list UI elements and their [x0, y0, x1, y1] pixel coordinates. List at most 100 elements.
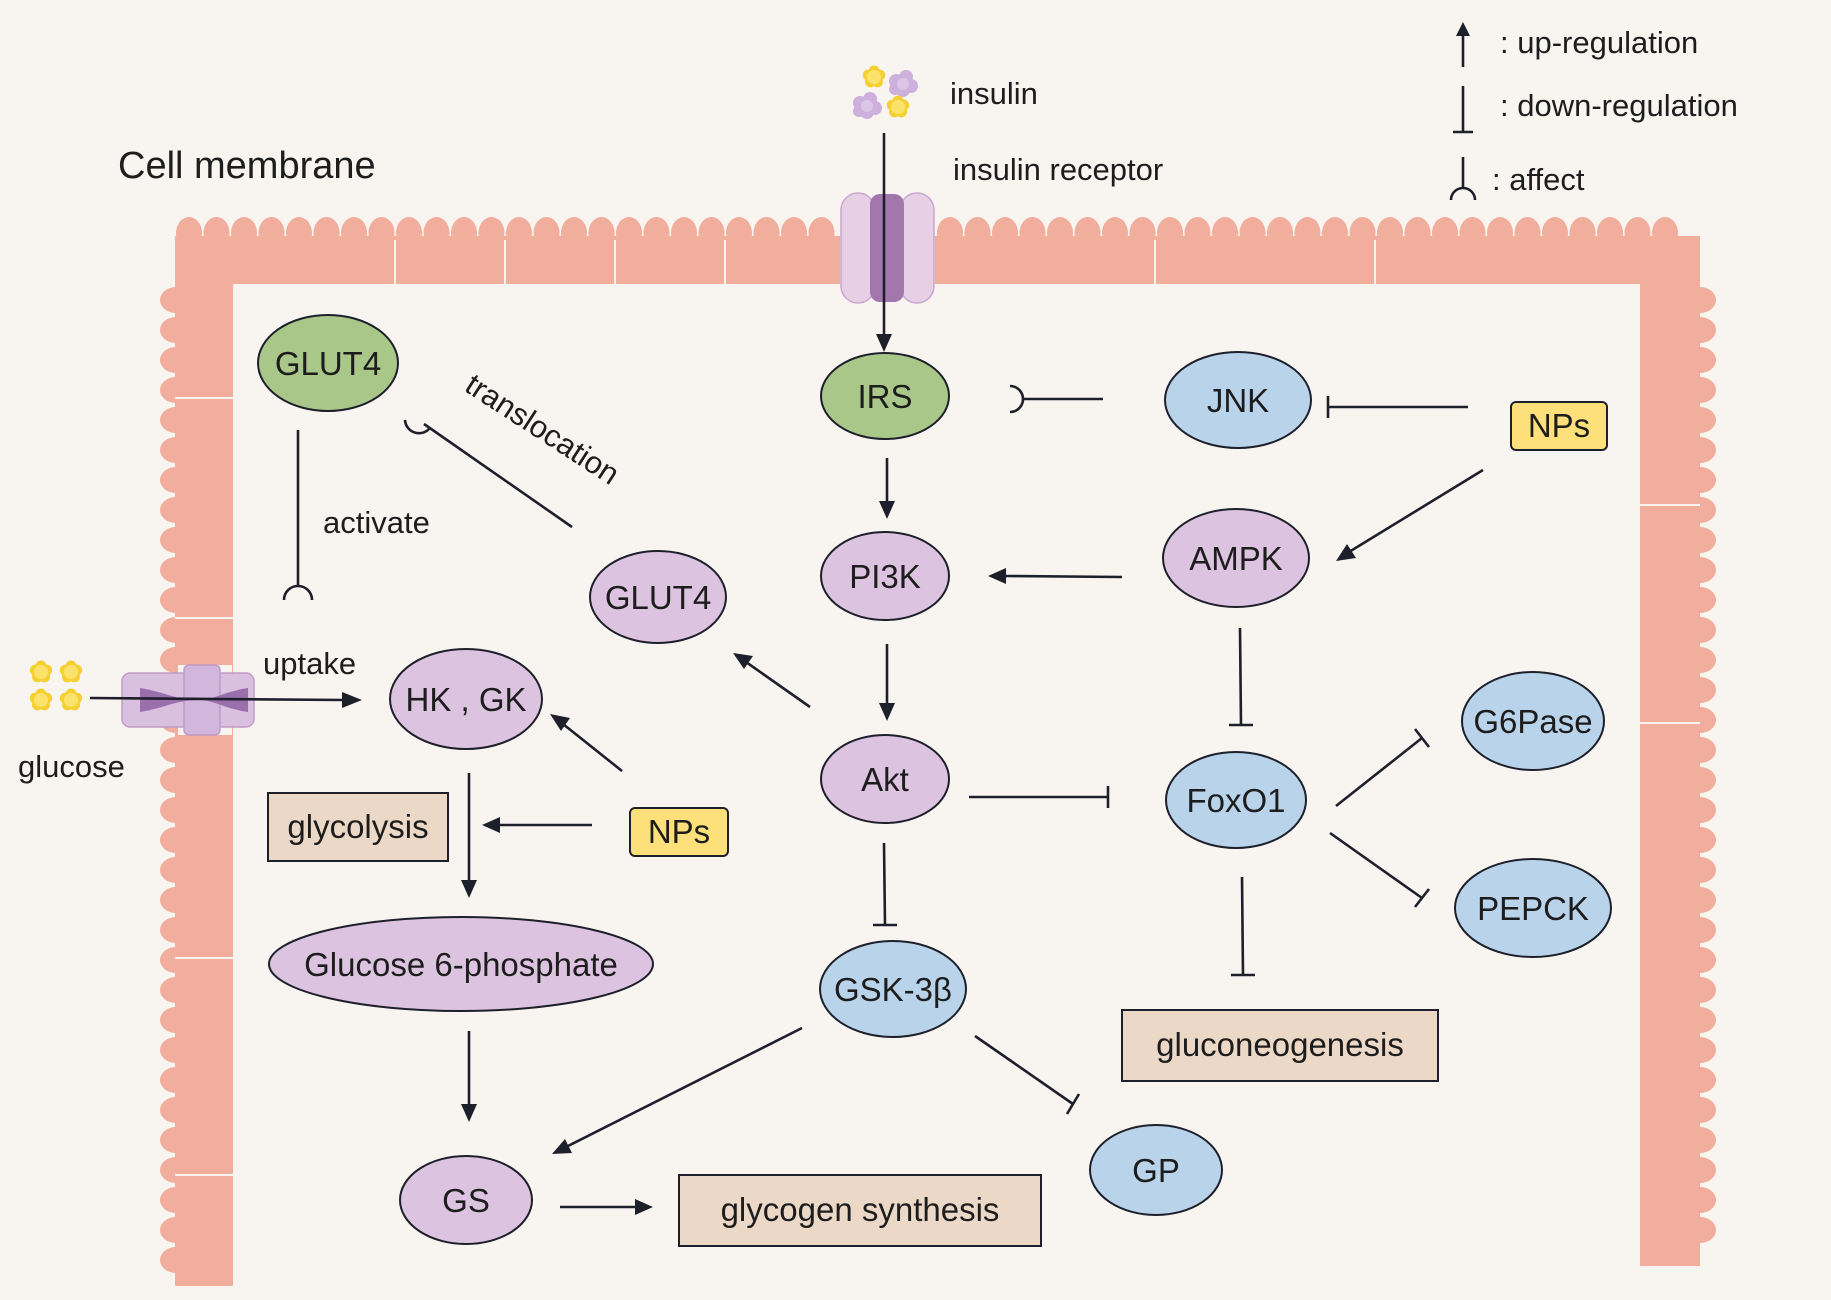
node-nps-mid: NPs	[629, 807, 729, 857]
node-glut4-mid-label: GLUT4	[605, 579, 711, 616]
membrane-bump	[1377, 217, 1403, 249]
node-gs: GS	[399, 1155, 533, 1245]
node-jnk: JNK	[1164, 351, 1312, 449]
membrane-bump	[1684, 887, 1716, 913]
glucose-label: glucose	[18, 749, 125, 784]
node-akt-label: Akt	[861, 761, 909, 798]
membrane-bump	[1684, 587, 1716, 613]
node-gp-label: GP	[1132, 1152, 1180, 1189]
membrane-bump	[753, 217, 780, 249]
node-gp: GP	[1089, 1124, 1223, 1216]
membrane-bump	[781, 217, 807, 249]
membrane-bump	[1459, 217, 1486, 249]
legend-up-arrow-icon	[1456, 22, 1470, 67]
node-jnk-label: JNK	[1207, 382, 1269, 419]
edge-akt-gsk3b-inhibit	[873, 842, 897, 927]
node-g6pase: G6Pase	[1461, 671, 1605, 771]
edge-hkgk-glucose6p	[461, 773, 477, 898]
membrane-bump	[1212, 217, 1238, 249]
membrane-bump	[1652, 217, 1678, 249]
node-ampk: AMPK	[1162, 508, 1310, 608]
node-hk-gk: HK , GK	[389, 648, 543, 750]
membrane-bump	[1684, 677, 1716, 703]
edge-jnk-irs-affect	[1009, 384, 1103, 414]
membrane-bump	[160, 1217, 192, 1243]
edge-nps-hkgk	[550, 714, 623, 773]
membrane-bump	[1684, 527, 1716, 553]
pathway-edges	[89, 133, 1484, 1215]
membrane-bump	[1684, 1127, 1716, 1153]
membrane-bump	[160, 347, 192, 373]
node-ampk-label: AMPK	[1189, 540, 1283, 577]
edge-nps-jnk-inhibit	[1326, 396, 1468, 418]
membrane-bump	[160, 467, 192, 493]
membrane-bump	[1129, 217, 1156, 249]
edge-glut4-translocation-affect	[403, 419, 573, 529]
membrane-bump	[1684, 467, 1716, 493]
node-pi3k: PI3K	[820, 531, 950, 621]
node-gluconeogenesis: gluconeogenesis	[1121, 1009, 1439, 1082]
legend-down-bar-icon	[1453, 86, 1473, 134]
membrane-bump	[1684, 377, 1716, 403]
activate-label: activate	[323, 505, 430, 540]
node-pepck-label: PEPCK	[1477, 890, 1589, 927]
edge-foxo1-pepck-inhibit	[1329, 831, 1431, 908]
cell-membrane-label: Cell membrane	[118, 145, 376, 187]
membrane-bump	[1047, 217, 1073, 249]
membrane-bump	[1624, 217, 1651, 249]
insulin-molecules-icon	[853, 65, 918, 119]
membrane-bump	[1684, 1097, 1716, 1123]
membrane-bump	[313, 217, 340, 249]
edge-glucose6p-gs	[461, 1031, 477, 1122]
membrane-bump	[1684, 557, 1716, 583]
node-glycogen-synthesis: glycogen synthesis	[678, 1174, 1042, 1247]
membrane-bump	[203, 217, 230, 249]
membrane-bump	[286, 217, 312, 249]
membrane-bump	[1432, 217, 1458, 249]
membrane-bump	[160, 977, 192, 1003]
membrane-bump	[160, 1007, 192, 1033]
node-pepck: PEPCK	[1454, 858, 1612, 958]
node-akt: Akt	[820, 734, 950, 824]
membrane-bump	[451, 217, 477, 249]
insulin-label: insulin	[950, 76, 1038, 111]
membrane-bump	[341, 217, 367, 249]
membrane-bump	[1074, 217, 1101, 249]
edge-insulin-irs	[876, 133, 892, 352]
membrane-bump	[1684, 947, 1716, 973]
edge-nps-ampk	[1336, 468, 1484, 561]
membrane-bump	[1684, 827, 1716, 853]
membrane-bump	[160, 827, 192, 853]
edge-pi3k-akt	[879, 644, 895, 721]
membrane-bump	[1267, 217, 1293, 249]
edge-akt-foxo1-inhibit	[969, 786, 1110, 808]
membrane-bump	[561, 217, 587, 249]
membrane-bump	[160, 557, 192, 583]
uptake-label: uptake	[263, 646, 356, 681]
membrane-bump	[1684, 767, 1716, 793]
membrane-bump	[937, 217, 963, 249]
membrane-bump	[160, 587, 192, 613]
membrane-bump	[1349, 217, 1376, 249]
translocation-label: translocation	[459, 367, 625, 492]
membrane-bump	[160, 917, 192, 943]
membrane-bump	[160, 1187, 192, 1213]
edge-gs-glycogen-synthesis	[560, 1199, 653, 1215]
membrane-bump	[1404, 217, 1431, 249]
membrane-bump	[1184, 217, 1211, 249]
membrane-bump	[1157, 217, 1183, 249]
legend: : up-regulation : down-regulation : affe…	[1449, 22, 1738, 201]
node-gsk3b: GSK-3β	[819, 940, 967, 1038]
membrane-bump	[1597, 217, 1623, 249]
membrane-bump	[1684, 347, 1716, 373]
membrane-bump	[1684, 287, 1716, 313]
node-hk-gk-label: HK , GK	[405, 681, 526, 718]
membrane-bump	[1684, 707, 1716, 733]
node-nps-top: NPs	[1510, 401, 1608, 451]
insulin-receptor-icon	[840, 192, 935, 304]
membrane-bump	[643, 217, 670, 249]
membrane-bump	[160, 857, 192, 883]
node-nps-top-label: NPs	[1528, 407, 1590, 444]
membrane-bump	[1684, 497, 1716, 523]
membrane-bump	[160, 1037, 192, 1063]
